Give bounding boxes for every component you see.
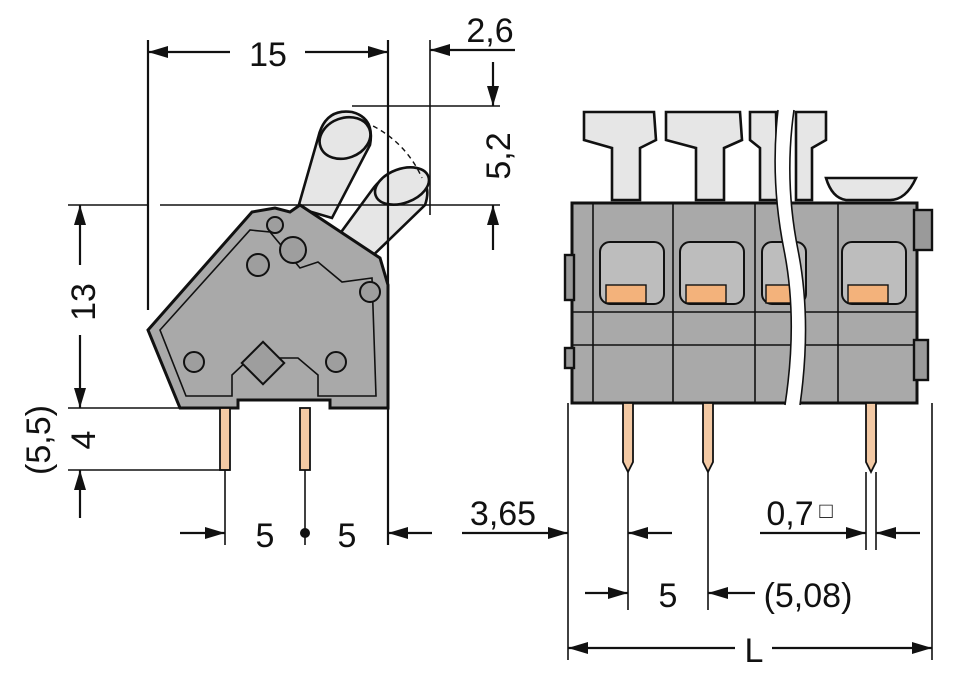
front-view-clamp xyxy=(599,241,665,305)
front-view-side-latch xyxy=(563,253,576,302)
arrow-icon xyxy=(608,587,628,599)
side-view-hole xyxy=(325,351,347,373)
dot-marker xyxy=(300,528,310,538)
front-view-levers xyxy=(582,110,919,202)
dim-pitch-right-label: 5 xyxy=(338,517,357,555)
front-view-break-gap xyxy=(775,110,806,405)
side-view: 15 2,6 5,2 13 4 (5,5) 5 5 xyxy=(20,12,518,555)
side-view-pin xyxy=(219,407,231,471)
arrow-icon xyxy=(74,388,86,408)
front-view-side-latch xyxy=(563,346,576,370)
arrow-icon xyxy=(148,46,168,58)
dim-edge-offset-label: 3,65 xyxy=(470,495,536,533)
arrow-icon xyxy=(430,44,450,56)
arrow-icon xyxy=(548,527,568,539)
front-view-clamp xyxy=(841,241,907,305)
arrow-icon xyxy=(205,527,225,539)
side-view-hole xyxy=(359,281,381,303)
side-view-center-key xyxy=(240,340,286,386)
arrow-icon xyxy=(846,527,866,539)
dim-pitch-alt-label: (5,08) xyxy=(764,577,853,615)
dim-lever-offset-label: 2,6 xyxy=(466,12,513,50)
front-view-clamp xyxy=(679,241,745,305)
front-view-break-line xyxy=(774,109,793,406)
front-view: 3,65 5 (5,08) 0,7 □ L xyxy=(462,109,934,670)
front-view-side-latch xyxy=(912,338,930,382)
arrow-icon xyxy=(487,86,499,106)
arrow-icon xyxy=(388,527,408,539)
dim-width-label: 15 xyxy=(249,36,287,74)
square-symbol-icon: □ xyxy=(819,498,832,523)
front-view-break-line xyxy=(789,109,807,406)
side-view-hole xyxy=(183,351,205,373)
side-view-hole xyxy=(279,236,307,264)
front-view-pin xyxy=(702,402,714,475)
front-view-pin xyxy=(622,402,634,475)
side-view-hole xyxy=(246,253,270,277)
arrow-icon xyxy=(708,587,728,599)
front-view-pin xyxy=(865,402,877,475)
dim-pitch-left-label: 5 xyxy=(256,517,275,555)
dim-total-length-label: L xyxy=(745,632,764,670)
dim-pin-length-label: 4 xyxy=(65,431,103,450)
dim-pitch-label: 5 xyxy=(659,577,678,615)
side-view-pin xyxy=(299,407,311,471)
dim-pin-length-alt-label: (5,5) xyxy=(20,405,58,475)
front-view-side-latch xyxy=(912,208,934,252)
arrow-icon xyxy=(74,470,86,490)
arrow-icon xyxy=(368,46,388,58)
arrow-icon xyxy=(487,205,499,225)
side-view-hole xyxy=(266,216,284,234)
arrow-icon xyxy=(628,527,648,539)
arrow-icon xyxy=(568,642,588,654)
arrow-icon xyxy=(876,527,896,539)
arrow-icon xyxy=(912,642,932,654)
dim-pin-size-label: 0,7 xyxy=(766,495,813,533)
dim-lever-height-label: 5,2 xyxy=(480,132,518,179)
dim-height-label: 13 xyxy=(65,283,103,321)
arrow-icon xyxy=(74,205,86,225)
